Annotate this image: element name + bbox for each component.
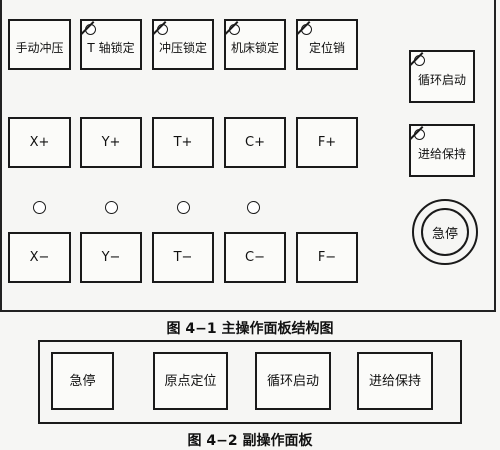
main-panel-border — [0, 0, 496, 312]
f-minus-button[interactable]: F− — [296, 232, 358, 283]
locating-pin-label: 定位销 — [308, 40, 345, 55]
t-minus-label: T− — [173, 250, 193, 265]
sub-panel — [38, 340, 462, 424]
feed-hold-label: 进给保持 — [417, 146, 466, 161]
sub-emergency-stop-label: 急停 — [69, 373, 96, 389]
sub-emergency-stop-button[interactable]: 急停 — [51, 352, 114, 410]
cycle-start-label: 循环启动 — [417, 72, 466, 87]
emergency-stop-ring: 急停 — [412, 199, 478, 265]
sub-feed-hold-label: 进给保持 — [368, 373, 421, 389]
t-plus-button[interactable]: T+ — [152, 117, 214, 168]
y-minus-button[interactable]: Y− — [80, 232, 142, 283]
sub-cycle-start-button[interactable]: 循环启动 — [255, 352, 331, 410]
t-axis-lock-button[interactable]: T 轴锁定 — [80, 19, 142, 70]
y-plus-label: Y+ — [101, 135, 121, 150]
t-axis-lock-label: T 轴锁定 — [87, 40, 135, 55]
c-indicator-lamp — [247, 201, 260, 214]
c-minus-button[interactable]: C− — [224, 232, 286, 283]
f-plus-button[interactable]: F+ — [296, 117, 358, 168]
emergency-stop-label: 急停 — [431, 226, 458, 242]
lamp-icon — [298, 21, 318, 41]
c-minus-label: C− — [245, 250, 265, 265]
y-minus-label: Y− — [101, 250, 121, 265]
sub-cycle-start-label: 循环启动 — [266, 373, 319, 389]
t-plus-label: T+ — [173, 135, 193, 150]
main-panel-left-border — [0, 0, 2, 312]
f-plus-label: F+ — [317, 135, 337, 150]
machine-lock-button[interactable]: 机床锁定 — [224, 19, 286, 70]
y-plus-button[interactable]: Y+ — [80, 117, 142, 168]
manual-punch-label: 手动冲压 — [15, 40, 64, 55]
x-minus-button[interactable]: X− — [8, 232, 71, 283]
punch-lock-button[interactable]: 冲压锁定 — [152, 19, 214, 70]
y-indicator-lamp — [105, 201, 118, 214]
machine-lock-label: 机床锁定 — [230, 40, 279, 55]
emergency-stop-button[interactable]: 急停 — [421, 208, 469, 256]
lamp-icon — [226, 21, 246, 41]
lamp-icon — [82, 21, 102, 41]
feed-hold-button[interactable]: 进给保持 — [409, 124, 475, 177]
main-panel-caption: 图 4−1 主操作面板结构图 — [166, 321, 334, 337]
x-minus-label: X− — [29, 250, 50, 265]
manual-punch-button[interactable]: 手动冲压 — [8, 19, 71, 70]
c-plus-button[interactable]: C+ — [224, 117, 286, 168]
c-plus-label: C+ — [245, 135, 265, 150]
locating-pin-button[interactable]: 定位销 — [296, 19, 358, 70]
t-indicator-lamp — [177, 201, 190, 214]
punch-lock-label: 冲压锁定 — [158, 40, 207, 55]
t-minus-button[interactable]: T− — [152, 232, 214, 283]
home-position-label: 原点定位 — [164, 373, 217, 389]
home-position-button[interactable]: 原点定位 — [153, 352, 228, 410]
f-minus-label: F− — [317, 250, 337, 265]
x-indicator-lamp — [33, 201, 46, 214]
sub-panel-caption: 图 4−2 副操作面板 — [187, 433, 313, 449]
lamp-icon — [411, 126, 431, 146]
lamp-icon — [411, 52, 431, 72]
cycle-start-button[interactable]: 循环启动 — [409, 50, 475, 103]
x-plus-label: X+ — [29, 135, 50, 150]
sub-feed-hold-button[interactable]: 进给保持 — [357, 352, 433, 410]
lamp-icon — [154, 21, 174, 41]
x-plus-button[interactable]: X+ — [8, 117, 71, 168]
